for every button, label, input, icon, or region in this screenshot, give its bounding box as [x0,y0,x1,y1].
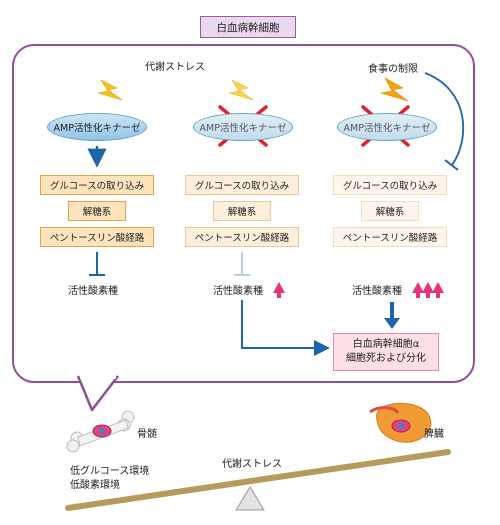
bubble-tail [76,375,119,412]
bone-marrow-label: 骨髄 [137,429,157,440]
dietary-restriction-label: 食事の制限 [368,64,418,75]
pathway-pentose-phosphate: ペントースリン酸経路 [40,227,154,247]
ampk-label: AMP活性化キナーゼ [343,123,431,134]
seesaw-plank [65,449,451,511]
pathway-glucose-uptake: グルコースの取り込み [333,175,447,195]
up-arrow-icon [422,282,434,298]
env-low-oxygen: 低酸素環境 [70,480,120,491]
outcome-line1: 白血病幹細胞α [352,339,420,350]
ampk-active: AMP活性化キナーゼ [47,113,147,141]
ampk-label: AMP活性化キナーゼ [53,123,141,134]
spleen-icon [369,402,432,443]
ampk-inhibited-1: AMP活性化キナーゼ [193,113,293,141]
title: 白血病幹細胞 [216,21,280,34]
ros-label: 活性酸素種 [68,286,118,297]
lightning-icon [380,77,409,102]
ros-label: 活性酸素種 [352,286,402,297]
ampk-label: AMP活性化キナーゼ [199,123,287,134]
pathway-glucose-uptake: グルコースの取り込み [40,175,154,195]
title-box: 白血病幹細胞 [200,16,296,38]
seesaw-fulcrum [235,486,265,511]
env-low-glucose: 低グルコース環境 [70,466,150,477]
pathway-glycolysis: 解糖系 [68,201,126,221]
dietary-inhibition-curve [424,72,465,166]
spleen-label: 脾臓 [424,429,444,440]
pathway-glycolysis: 解糖系 [361,201,419,221]
up-arrow-icon [432,282,444,298]
outcome-box: 白血病幹細胞α 細胞死および分化 [333,333,439,371]
pathway-pentose-phosphate: ペントースリン酸経路 [185,227,299,247]
ampk-inhibited-2: AMP活性化キナーゼ [337,113,437,141]
pathway-glucose-uptake: グルコースの取り込み [185,175,299,195]
pathway-glycolysis: 解糖系 [213,201,271,221]
bottom-stress-label: 代謝ストレス [222,459,282,470]
up-arrow-icon [273,282,285,298]
outcome-line2: 細胞死および分化 [346,353,426,364]
pathway-pentose-phosphate: ペントースリン酸経路 [333,227,447,247]
ros-label: 活性酸素種 [213,286,263,297]
metabolic-stress-label: 代謝ストレス [145,62,205,73]
bone-icon [66,410,135,453]
lightning-icon [97,79,123,101]
up-arrow-icon [412,282,424,298]
lightning-icon [228,79,254,101]
